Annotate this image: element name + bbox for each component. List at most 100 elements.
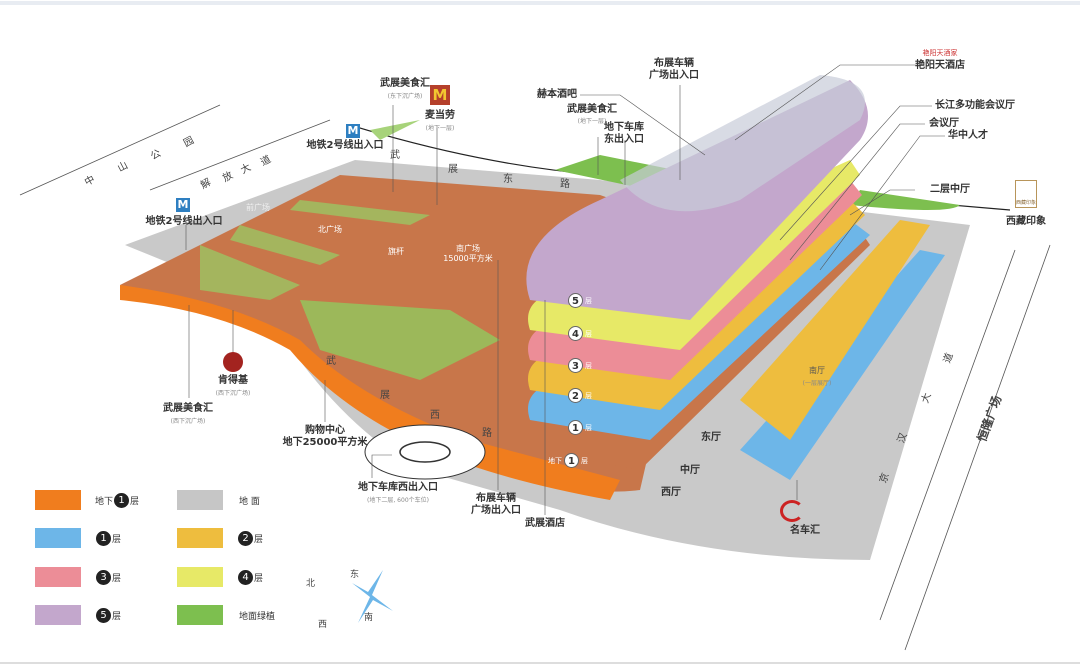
label-kfc-sub: (西下沉广场): [215, 390, 251, 397]
legend-swatch: [35, 605, 81, 625]
floor-number: 5: [568, 293, 583, 308]
label-south-hall-sub: (一层展厅): [802, 380, 832, 387]
legend-number: 2: [238, 530, 253, 546]
car-club-logo-icon: [780, 500, 804, 522]
road-wuzhan-west: 展: [380, 390, 390, 401]
floor-suffix: 层: [581, 456, 588, 465]
label-tibet: 西藏印象: [1006, 216, 1046, 227]
floor-number: 2: [568, 388, 583, 403]
floor-suffix: 层: [585, 329, 592, 338]
legend-number: 1: [114, 492, 130, 508]
legend-prefix: 地下: [95, 496, 114, 507]
mcdonalds-logo-icon: M: [430, 85, 450, 105]
label-south-hall: 南厅: [809, 366, 825, 375]
legend-text: 层: [254, 573, 264, 584]
yanyangtian-logo: 艳阳天酒家: [922, 49, 958, 57]
label-front-plaza: 前广场: [246, 203, 270, 212]
legend-text: 地面绿植: [239, 611, 276, 622]
label-garage-west: 地下车库西出入口: [358, 482, 438, 493]
legend-swatch: [177, 605, 223, 625]
compass-north: 北: [306, 579, 316, 589]
label-food-west-sub: (西下沉广场): [170, 418, 206, 425]
label-metro-left: 地铁2号线出入口: [145, 216, 223, 227]
label-garage-west-sub: (地下二层, 600个车位): [367, 497, 429, 504]
label-huazhong: 华中人才: [948, 130, 988, 141]
label-second-mid-hall: 二层中厅: [930, 184, 970, 195]
floor-suffix: 层: [585, 296, 592, 305]
label-food-west: 武展美食汇: [163, 403, 213, 414]
legend-text: 层: [130, 496, 140, 507]
road-wuzhan-east: 东: [503, 174, 513, 185]
road-wuzhan-west: 武: [326, 356, 336, 367]
label-west-hall: 西厅: [661, 487, 681, 498]
label-mcdonalds: 麦当劳: [425, 110, 455, 121]
label-east-hall: 东厅: [701, 432, 721, 443]
compass-south: 南: [364, 613, 374, 623]
legend-swatch: [35, 567, 81, 587]
label-mid-hall: 中厅: [680, 465, 700, 476]
floor-suffix: 层: [585, 361, 592, 370]
road-wuzhan-east: 武: [390, 150, 400, 161]
tibet-logo: 西藏印象: [1015, 180, 1037, 208]
floor-suffix: 层: [585, 423, 592, 432]
compass-icon: [352, 570, 393, 623]
floor-suffix: 层: [585, 391, 592, 400]
label-north-plaza: 北广场: [318, 225, 342, 234]
legend-swatch: [177, 490, 223, 510]
label-mall: 购物中心 地下25000平方米: [282, 425, 368, 448]
label-truck-bottom: 布展车辆 广场出入口: [471, 493, 521, 516]
legend-text: 层: [254, 534, 264, 545]
label-yangtze-hall: 长江多功能会议厅: [935, 100, 1015, 111]
legend-number: 3: [96, 569, 111, 585]
road-wuzhan-east: 展: [448, 164, 458, 175]
label-hotel-yanyangtian: 艳阳天酒店: [915, 60, 965, 71]
floor-number: 3: [568, 358, 583, 373]
label-kfc: 肯得基: [218, 375, 248, 386]
legend-number: 5: [96, 607, 111, 623]
compass-west: 西: [318, 620, 328, 630]
label-car-club: 名车汇: [790, 525, 820, 536]
road-wuzhan-west: 西: [430, 410, 440, 421]
label-bar: 赫本酒吧: [537, 89, 577, 100]
legend-number: 1: [96, 530, 111, 546]
legend-swatch: [177, 528, 223, 548]
label-food-b1-sub: (地下一层): [577, 118, 607, 125]
floor-number: 4: [568, 326, 583, 341]
floor-number: 1: [564, 453, 579, 468]
label-truck-top: 布展车辆 广场出入口: [649, 58, 699, 81]
legend-text: 层: [112, 534, 122, 545]
label-metro-top: 地铁2号线出入口: [306, 140, 384, 151]
metro-icon: M: [176, 198, 190, 212]
legend-number: 4: [238, 569, 253, 585]
floor-number: 1: [568, 420, 583, 435]
kfc-logo-icon: [223, 352, 243, 372]
label-food-east-sub: (东下沉广场): [387, 93, 423, 100]
road-wuzhan-west: 路: [482, 428, 492, 439]
legend-text: 地 面: [239, 496, 260, 507]
road-wuzhan-east: 路: [560, 179, 570, 190]
legend-swatch: [35, 528, 81, 548]
label-garage-east: 地下车库 东出入口: [604, 122, 644, 145]
label-food-east: 武展美食汇: [380, 78, 430, 89]
label-south-plaza: 南广场 15000平方米: [443, 244, 493, 263]
metro-icon: M: [346, 124, 360, 138]
label-mcdonalds-sub: (地下一层): [425, 125, 455, 132]
legend-text: 层: [112, 611, 122, 622]
label-wuzhan-hotel: 武展酒店: [525, 518, 565, 529]
legend-swatch: [35, 490, 81, 510]
legend-swatch: [177, 567, 223, 587]
label-food-b1: 武展美食汇: [567, 104, 617, 115]
